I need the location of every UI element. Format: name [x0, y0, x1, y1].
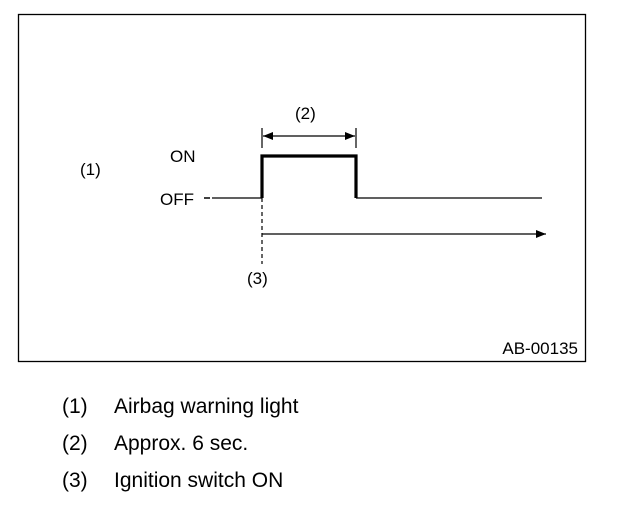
legend-text: Approx. 6 sec. — [114, 432, 249, 455]
figure-code: AB-00135 — [502, 339, 578, 358]
timing-diagram: (1) ON OFF (2) (3) AB-00135 — [17, 13, 587, 363]
legend-number: (1) — [62, 395, 88, 418]
legend-item: (1) Airbag warning light — [62, 388, 298, 425]
figure-frame — [17, 13, 587, 363]
signal-pulse — [260, 154, 358, 198]
legend-text: Airbag warning light — [114, 395, 299, 418]
legend-text: Ignition switch ON — [114, 469, 284, 492]
state-on-label: ON — [170, 147, 196, 166]
state-off-label: OFF — [160, 190, 194, 209]
legend-item: (3) Ignition switch ON — [62, 462, 298, 499]
signal-label: (1) — [80, 160, 101, 179]
legend-number: (3) — [62, 469, 88, 492]
legend-item: (2) Approx. 6 sec. — [62, 425, 298, 462]
trigger-label: (3) — [247, 269, 268, 288]
duration-label: (2) — [295, 104, 316, 123]
legend-number: (2) — [62, 432, 88, 455]
legend: (1) Airbag warning light (2) Approx. 6 s… — [62, 388, 298, 499]
